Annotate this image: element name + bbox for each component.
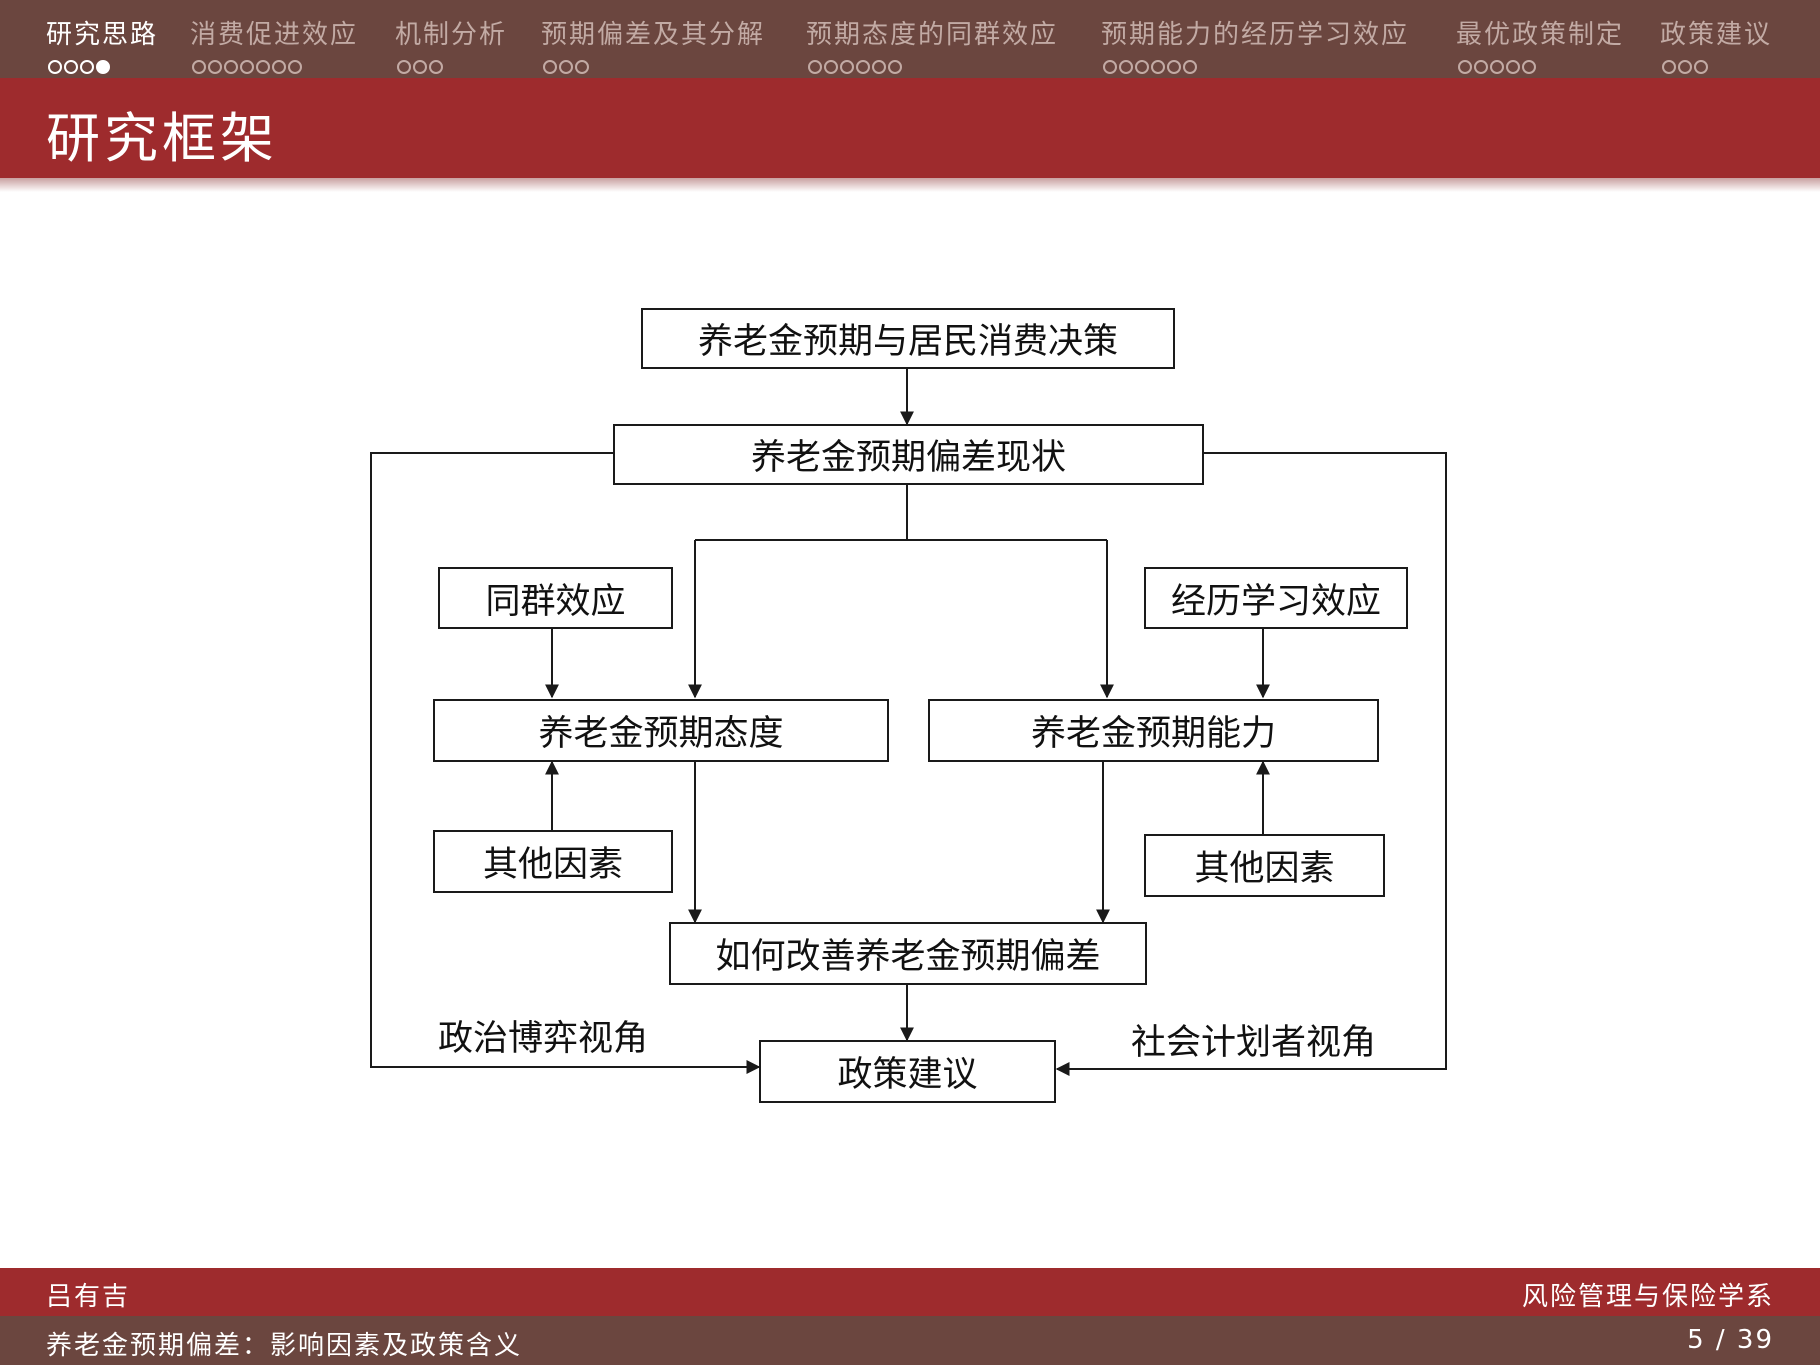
frame-title: 研究框架: [46, 107, 278, 170]
footer-talk-title: 养老金预期偏差：影响因素及政策含义: [46, 1331, 523, 1361]
node-expectation-attitude: 养老金预期态度: [433, 699, 889, 762]
node-peer-effect: 同群效应: [438, 567, 673, 629]
nav-frame-dot[interactable]: [1119, 60, 1133, 74]
nav-frame-dot[interactable]: [256, 60, 270, 74]
nav-frame-dot[interactable]: [429, 60, 443, 74]
nav-progress-dots: [48, 60, 110, 74]
nav-progress-dots: [1662, 60, 1708, 74]
nav-frame-dot[interactable]: [80, 60, 94, 74]
nav-frame-dot[interactable]: [224, 60, 238, 74]
nav-frame-dot[interactable]: [1458, 60, 1472, 74]
label-political-game-perspective: 政治博弈视角: [438, 1019, 649, 1059]
frame-title-bar: 研究框架: [0, 78, 1820, 192]
nav-frame-dot[interactable]: [808, 60, 822, 74]
nav-frame-dot[interactable]: [840, 60, 854, 74]
nav-frame-dot[interactable]: [1490, 60, 1504, 74]
nav-frame-dot[interactable]: [1694, 60, 1708, 74]
node-policy-suggestions: 政策建议: [759, 1040, 1056, 1103]
footer-department: 风险管理与保险学系: [1521, 1282, 1774, 1312]
nav-frame-dot[interactable]: [1474, 60, 1488, 74]
nav-section-title[interactable]: 预期能力的经历学习效应: [1101, 20, 1410, 50]
node-other-factors-right: 其他因素: [1144, 834, 1385, 897]
nav-frame-dot[interactable]: [1151, 60, 1165, 74]
nav-progress-dots: [192, 60, 302, 74]
nav-frame-dot[interactable]: [575, 60, 589, 74]
node-experience-learning: 经历学习效应: [1144, 567, 1408, 629]
nav-frame-dot[interactable]: [1678, 60, 1692, 74]
nav-frame-dot[interactable]: [96, 60, 110, 74]
nav-frame-dot[interactable]: [824, 60, 838, 74]
nav-progress-dots: [1103, 60, 1197, 74]
nav-frame-dot[interactable]: [543, 60, 557, 74]
nav-progress-dots: [543, 60, 589, 74]
node-consumption-decision: 养老金预期与居民消费决策: [641, 308, 1175, 369]
nav-progress-dots: [1458, 60, 1536, 74]
edge-political-loop: [370, 452, 761, 1074]
nav-frame-dot[interactable]: [208, 60, 222, 74]
node-improve-bias: 如何改善养老金预期偏差: [669, 922, 1147, 985]
nav-frame-dot[interactable]: [64, 60, 78, 74]
node-other-factors-left: 其他因素: [433, 830, 673, 893]
nav-progress-dots: [808, 60, 902, 74]
nav-frame-dot[interactable]: [1167, 60, 1181, 74]
nav-frame-dot[interactable]: [1662, 60, 1676, 74]
nav-frame-dot[interactable]: [1135, 60, 1149, 74]
nav-frame-dot[interactable]: [1103, 60, 1117, 74]
nav-frame-dot[interactable]: [397, 60, 411, 74]
section-navigation: 研究思路 消费促进效应 机制分析 预期偏差及其分解 预期态度的同群效应 预期能力…: [0, 0, 1820, 78]
nav-frame-dot[interactable]: [888, 60, 902, 74]
nav-section-title[interactable]: 最优政策制定: [1456, 20, 1625, 50]
nav-section-title[interactable]: 机制分析: [395, 20, 508, 50]
footer-author: 吕有吉: [46, 1282, 131, 1312]
nav-frame-dot[interactable]: [856, 60, 870, 74]
nav-frame-dot[interactable]: [1183, 60, 1197, 74]
nav-frame-dot[interactable]: [413, 60, 427, 74]
node-bias-status: 养老金预期偏差现状: [613, 424, 1204, 485]
edge-planner-loop: [1055, 452, 1447, 1076]
nav-frame-dot[interactable]: [288, 60, 302, 74]
nav-section-title[interactable]: 预期偏差及其分解: [541, 20, 766, 50]
footer-title-bar: 养老金预期偏差：影响因素及政策含义 5 / 39: [0, 1316, 1820, 1365]
nav-section-title[interactable]: 预期态度的同群效应: [806, 20, 1059, 50]
nav-frame-dot[interactable]: [1522, 60, 1536, 74]
footer-page-number: 5 / 39: [1687, 1325, 1774, 1355]
nav-frame-dot[interactable]: [48, 60, 62, 74]
nav-progress-dots: [397, 60, 443, 74]
nav-section-title[interactable]: 研究思路: [46, 20, 159, 50]
nav-frame-dot[interactable]: [872, 60, 886, 74]
label-social-planner-perspective: 社会计划者视角: [1131, 1023, 1377, 1063]
nav-frame-dot[interactable]: [1506, 60, 1520, 74]
footer-author-bar: 吕有吉 风险管理与保险学系: [0, 1268, 1820, 1316]
nav-section-title[interactable]: 政策建议: [1660, 20, 1773, 50]
nav-frame-dot[interactable]: [559, 60, 573, 74]
nav-frame-dot[interactable]: [192, 60, 206, 74]
node-expectation-ability: 养老金预期能力: [928, 699, 1379, 762]
nav-frame-dot[interactable]: [272, 60, 286, 74]
nav-section-title[interactable]: 消费促进效应: [190, 20, 359, 50]
nav-frame-dot[interactable]: [240, 60, 254, 74]
